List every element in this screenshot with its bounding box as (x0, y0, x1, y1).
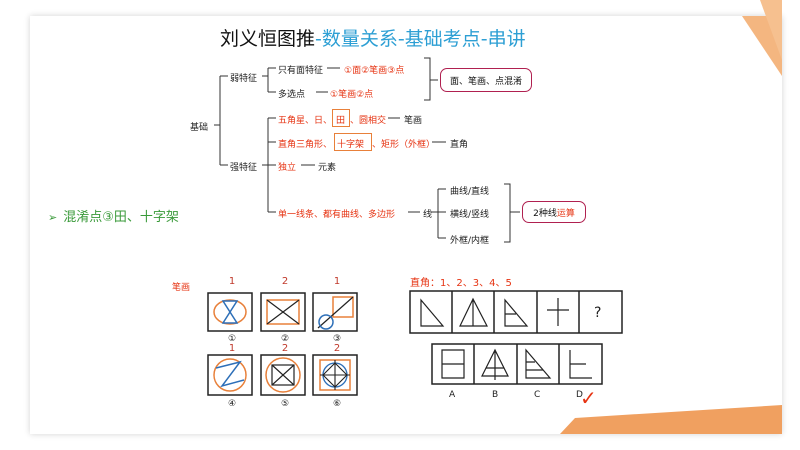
count-6: 2 (333, 343, 341, 354)
strong-row2-result: 直角 (450, 140, 469, 150)
weak-item-1-result: ①面②笔画③点 (344, 66, 405, 76)
figure-4-shape (213, 358, 247, 392)
highlight-box-cross (334, 133, 372, 151)
strong-row1-c: 、圆相交 (350, 116, 387, 126)
figure-6-shape (319, 359, 351, 391)
strong-row2-a: 直角三角形、 (278, 140, 333, 150)
option-c-label: C (534, 390, 541, 400)
strong-row1-a: 五角星、日、 (278, 116, 333, 126)
seq-1-shape (420, 298, 445, 327)
option-d-shape (569, 350, 592, 379)
weak-item-2: 多选点 (278, 90, 306, 100)
strong-row2-c: 、矩形（外框） (372, 140, 436, 150)
option-b-shape (481, 348, 509, 380)
weak-item-2-result: ①笔画②点 (330, 90, 374, 100)
strong-row1-b: 田 (336, 116, 346, 126)
strong-row1-result: 笔画 (404, 116, 423, 126)
right-puzzle-label: 直角：1、2、3、4、5 (410, 278, 512, 289)
figure-4-frame (207, 354, 253, 396)
strong-row3-result: 元素 (318, 163, 337, 173)
bullet-arrow-icon: ➢ (48, 211, 58, 224)
option-d-label: D (576, 390, 583, 400)
figure-5-frame (260, 354, 306, 396)
count-1: 1 (228, 276, 236, 287)
strong-feature-label: 强特征 (230, 163, 258, 173)
title-main: 刘义恒图推 (220, 28, 316, 50)
seq-4-shape (547, 298, 569, 326)
count-5: 2 (281, 343, 289, 354)
index-3: ③ (332, 334, 342, 344)
strong-row4-mid: 线 (423, 210, 433, 220)
question-mark: ? (594, 305, 602, 321)
strong-row3-a: 独立 (278, 163, 297, 173)
line-branch-1: 曲线/直线 (450, 187, 490, 197)
count-3: 1 (333, 276, 341, 287)
figure-3-shape (317, 296, 354, 330)
left-puzzle-label: 笔画 (172, 283, 191, 293)
figure-3-frame (312, 292, 358, 332)
line-summary-b: 运算 (556, 208, 575, 219)
bottom-decoration (560, 405, 782, 434)
index-2: ② (280, 334, 290, 344)
option-b-label: B (492, 390, 499, 400)
count-4: 1 (228, 343, 236, 354)
answer-check-icon: ✓ (580, 386, 597, 410)
figure-1-shape (213, 299, 247, 325)
figure-2-shape (266, 299, 300, 325)
line-summary-a: 2种线 (533, 208, 557, 219)
side-note: ➢ 混淆点③田、十字架 (48, 206, 179, 225)
index-1: ① (227, 334, 237, 344)
page-title: 刘义恒图推-数量关系-基础考点-串讲 (220, 24, 526, 51)
line-summary-pill: 2种线运算 (522, 201, 586, 223)
sequence-frame (409, 290, 623, 334)
line-branch-2: 横线/竖线 (450, 210, 490, 220)
figure-2-frame (260, 292, 306, 332)
seq-3-shape (504, 298, 529, 327)
strong-row2-b: 十字架 (337, 140, 365, 150)
top-decoration (760, 0, 782, 60)
seq-2-shape (459, 297, 488, 327)
figure-1-frame (207, 292, 253, 332)
option-a-shape (441, 349, 465, 379)
line-branch-3: 外框/内框 (450, 236, 490, 246)
index-5: ⑤ (280, 399, 290, 409)
tree-root: 基础 (190, 123, 209, 133)
index-4: ④ (227, 399, 237, 409)
count-2: 2 (281, 276, 289, 287)
option-a-label: A (449, 390, 456, 400)
figure-6-frame (312, 354, 358, 396)
side-note-text: 混淆点③田、十字架 (63, 210, 179, 225)
weak-feature-label: 弱特征 (230, 74, 258, 84)
index-6: ⑥ (332, 399, 342, 409)
title-sub: -数量关系-基础考点-串讲 (315, 28, 526, 50)
highlight-box-tian (332, 109, 350, 127)
figure-5-shape (265, 357, 301, 393)
weak-item-1: 只有面特征 (278, 66, 324, 76)
strong-row4-a: 单一线条、都有曲线、多边形 (278, 210, 396, 220)
weak-summary-pill: 面、笔画、点混淆 (440, 68, 532, 92)
option-c-shape (525, 348, 552, 379)
